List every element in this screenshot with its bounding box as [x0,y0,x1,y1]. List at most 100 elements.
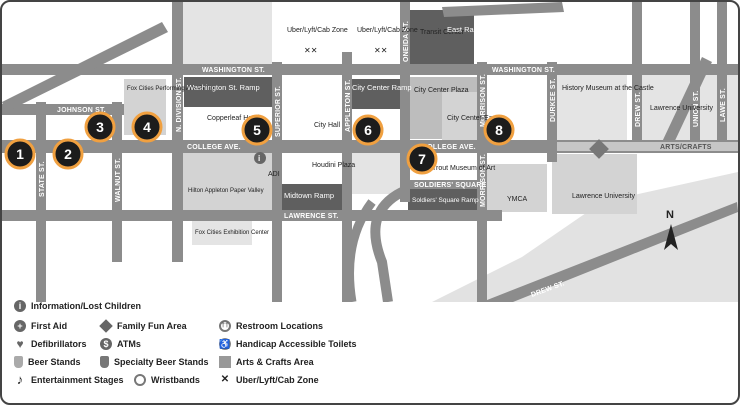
street-union: UNION ST. [693,91,700,127]
legend-family-fun: Family Fun Area [99,319,187,333]
stage-marker-circle [483,114,515,146]
lawe-st [717,2,727,142]
svg-text:i: i [258,154,260,163]
durkee-st [547,62,557,162]
label-uber-2: Uber/Lyft/Cab Zone [357,27,418,34]
specialty-beer-icon [100,356,109,368]
label-adi: ADI [268,171,280,178]
ymca-block [487,164,547,212]
street-durkee: DURKEE ST. [550,78,557,122]
label-city-center-plaza: City Center Plaza [414,87,469,94]
legend-atms-label: ATMs [117,339,141,349]
svg-text:✕✕: ✕✕ [304,46,317,55]
street-morrison-bottom: MORRISON ST. [480,154,487,207]
street-lawe: LAWE ST. [720,88,727,122]
street-walnut: WALNUT ST. [115,158,122,202]
beer-cup-icon [14,356,23,368]
legend-beer-label: Beer Stands [28,357,81,367]
street-soldiers-square: SOLDIERS' SQUARE [414,182,487,189]
division-st [172,2,183,262]
stage-marker-5[interactable]: 5 [241,114,273,146]
stage-marker-number: 4 [143,119,151,135]
stage-marker-circle [52,138,84,170]
info-icon: i [254,152,266,164]
label-trout-museum: Trout Museum of Art [432,165,495,172]
stage-marker-6[interactable]: 6 [352,114,384,146]
ring-icon [134,374,146,386]
legend-arts-crafts-label: Arts & Crafts Area [236,357,314,367]
cab-zone-icon-2: ✕✕ [374,46,387,55]
stage-marker-2[interactable]: 2 [52,138,84,170]
stage-marker-8[interactable]: 8 [483,114,515,146]
legend-uber: ✕Uber/Lyft/Cab Zone [219,374,319,386]
first-aid-icon: + [14,320,26,332]
label-transit-center: Transit Center [420,29,465,36]
label-city-hall: City Hall [314,122,341,129]
label-lawrence-univ-top: Lawrence University [650,105,714,112]
washington-ramp-block [184,77,272,107]
drew-st-s [482,202,738,302]
history-museum-block [557,74,627,140]
stage-marker-number: 5 [253,122,261,138]
north-label: N [666,209,674,221]
street-oneida: ONEIDA ST. [403,21,410,62]
label-uber-1: Uber/Lyft/Cab Zone [287,27,348,34]
road-ne [442,2,564,17]
legend-first-aid: +First Aid [14,320,67,332]
street-superior: SUPERIOR ST. [275,86,282,137]
stage-marker-1[interactable]: 1 [4,138,36,170]
stage-marker-7[interactable]: 7 [406,143,438,175]
heart-icon: ♥ [16,337,24,351]
stage-marker-3[interactable]: 3 [84,111,116,143]
stage-marker-circle [84,111,116,143]
stage-marker-circle [406,143,438,175]
label-hilton: Hilton Appleton Paper Valley [188,188,264,194]
legend-specialty-beer-label: Specialty Beer Stands [114,357,209,367]
midtown-ramp-block [280,184,342,210]
label-soldiers-ramp: Soldiers' Square Ramp [412,197,479,204]
walnut-st [112,102,122,262]
legend-uber-label: Uber/Lyft/Cab Zone [236,375,319,385]
label-city-center-east: City Center East [447,115,498,122]
stage-marker-number: 8 [495,122,503,138]
appleton-st [342,52,352,302]
road-curve [662,57,712,147]
festival-map: WASHINGTON ST. WASHINGTON ST. JOHNSON ST… [2,2,738,302]
stage-marker-number: 3 [96,119,104,135]
washington-st [2,64,738,75]
stage-marker-number: 2 [64,146,72,162]
stage-marker-circle [241,114,273,146]
houdini-plaza-block [348,152,400,194]
legend-family-fun-label: Family Fun Area [117,321,187,331]
legend-handicap-label: Handicap Accessible Toilets [236,339,357,349]
oneida-st [400,2,410,202]
arts-crafts-band [557,142,738,151]
stage-marker-4[interactable]: 4 [131,111,163,143]
stage-marker-number: 7 [418,151,426,167]
label-exhibition-center: Fox Cities Exhibition Center [195,230,269,236]
legend-restrooms-label: Restroom Locations [236,321,324,331]
street-appleton: APPLETON ST. [345,80,352,132]
stage-marker-circle [131,111,163,143]
superior-st [272,62,282,302]
drew-st-n [632,2,642,142]
legend-atms: $ ATMs [100,338,141,350]
wheelchair-icon: ♿ [219,338,231,350]
info-icon: i [14,300,26,312]
label-midtown-ramp: Midtown Ramp [284,191,334,200]
dollar-icon: $ [100,338,112,350]
street-morrison-top: MORRISON ST. [480,74,487,127]
street-johnson: JOHNSON ST. [57,107,106,114]
label-lawrence-univ-bottom: Lawrence University [572,193,636,200]
exhibition-block [192,217,252,245]
legend-arts-crafts: Arts & Crafts Area [219,356,314,368]
label-pac: Fox Cities Performing Arts Center [127,86,216,92]
legend-beer: Beer Stands [14,356,81,368]
music-note-icon: ♪ [16,372,24,387]
railway [2,22,168,112]
legend-wristbands-label: Wristbands [151,375,200,385]
stage-markers: 1 2 3 4 5 6 7 8 [4,111,515,175]
north-arrow-icon [664,224,678,250]
